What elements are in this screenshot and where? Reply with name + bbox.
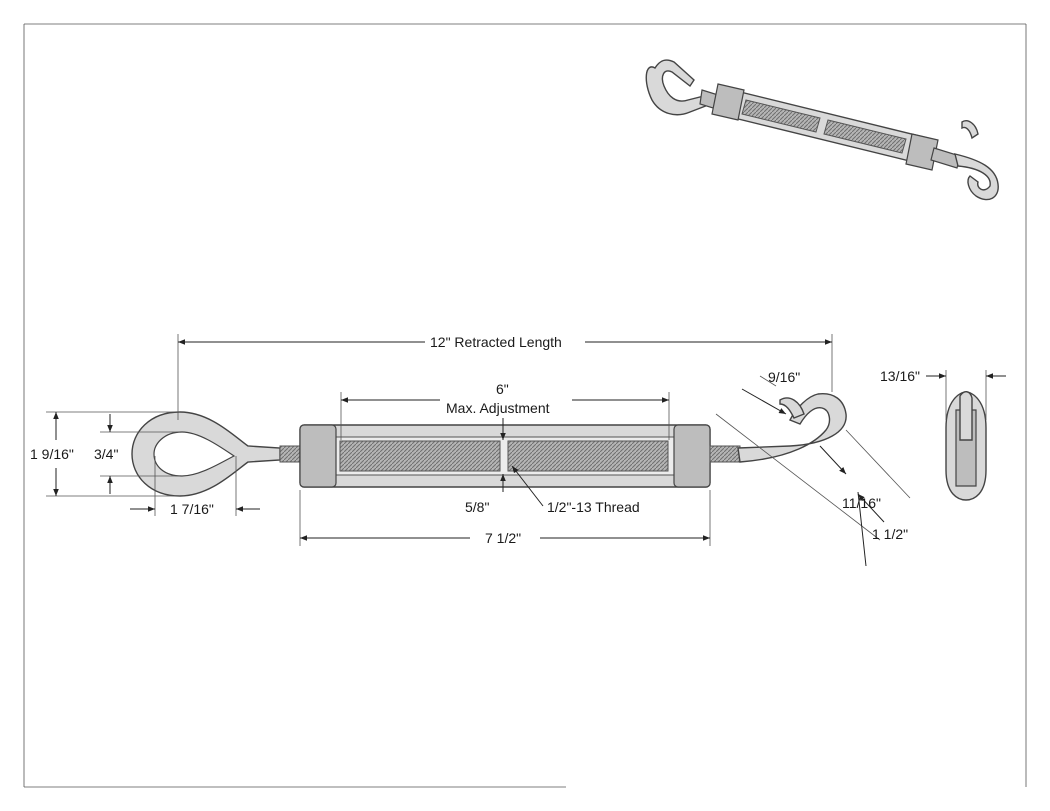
- isometric-view: [645, 59, 999, 201]
- eye-inner-height-label: 3/4": [94, 446, 118, 462]
- thread-spec-label: 1/2"-13 Thread: [547, 499, 640, 515]
- rod-diameter-label: 5/8": [465, 499, 489, 515]
- body-length-label: 7 1/2": [485, 530, 521, 546]
- side-width-label: 13/16": [880, 368, 920, 384]
- front-view: [131, 393, 847, 497]
- max-adjustment-value: 6": [496, 381, 509, 397]
- max-adjustment-label: Max. Adjustment: [446, 400, 550, 416]
- drawing-frame: [23, 23, 1027, 788]
- dimension-lines: [46, 334, 1006, 567]
- hook-tip-label: 9/16": [768, 369, 800, 385]
- hook-length-label: 1 1/2": [872, 526, 908, 542]
- hook-throat-label: 11/16": [842, 495, 881, 511]
- side-view: [945, 391, 987, 501]
- eye-outer-height-label: 1 9/16": [30, 446, 74, 462]
- retracted-length-label: 12" Retracted Length: [430, 334, 562, 350]
- eye-length-label: 1 7/16": [170, 501, 214, 517]
